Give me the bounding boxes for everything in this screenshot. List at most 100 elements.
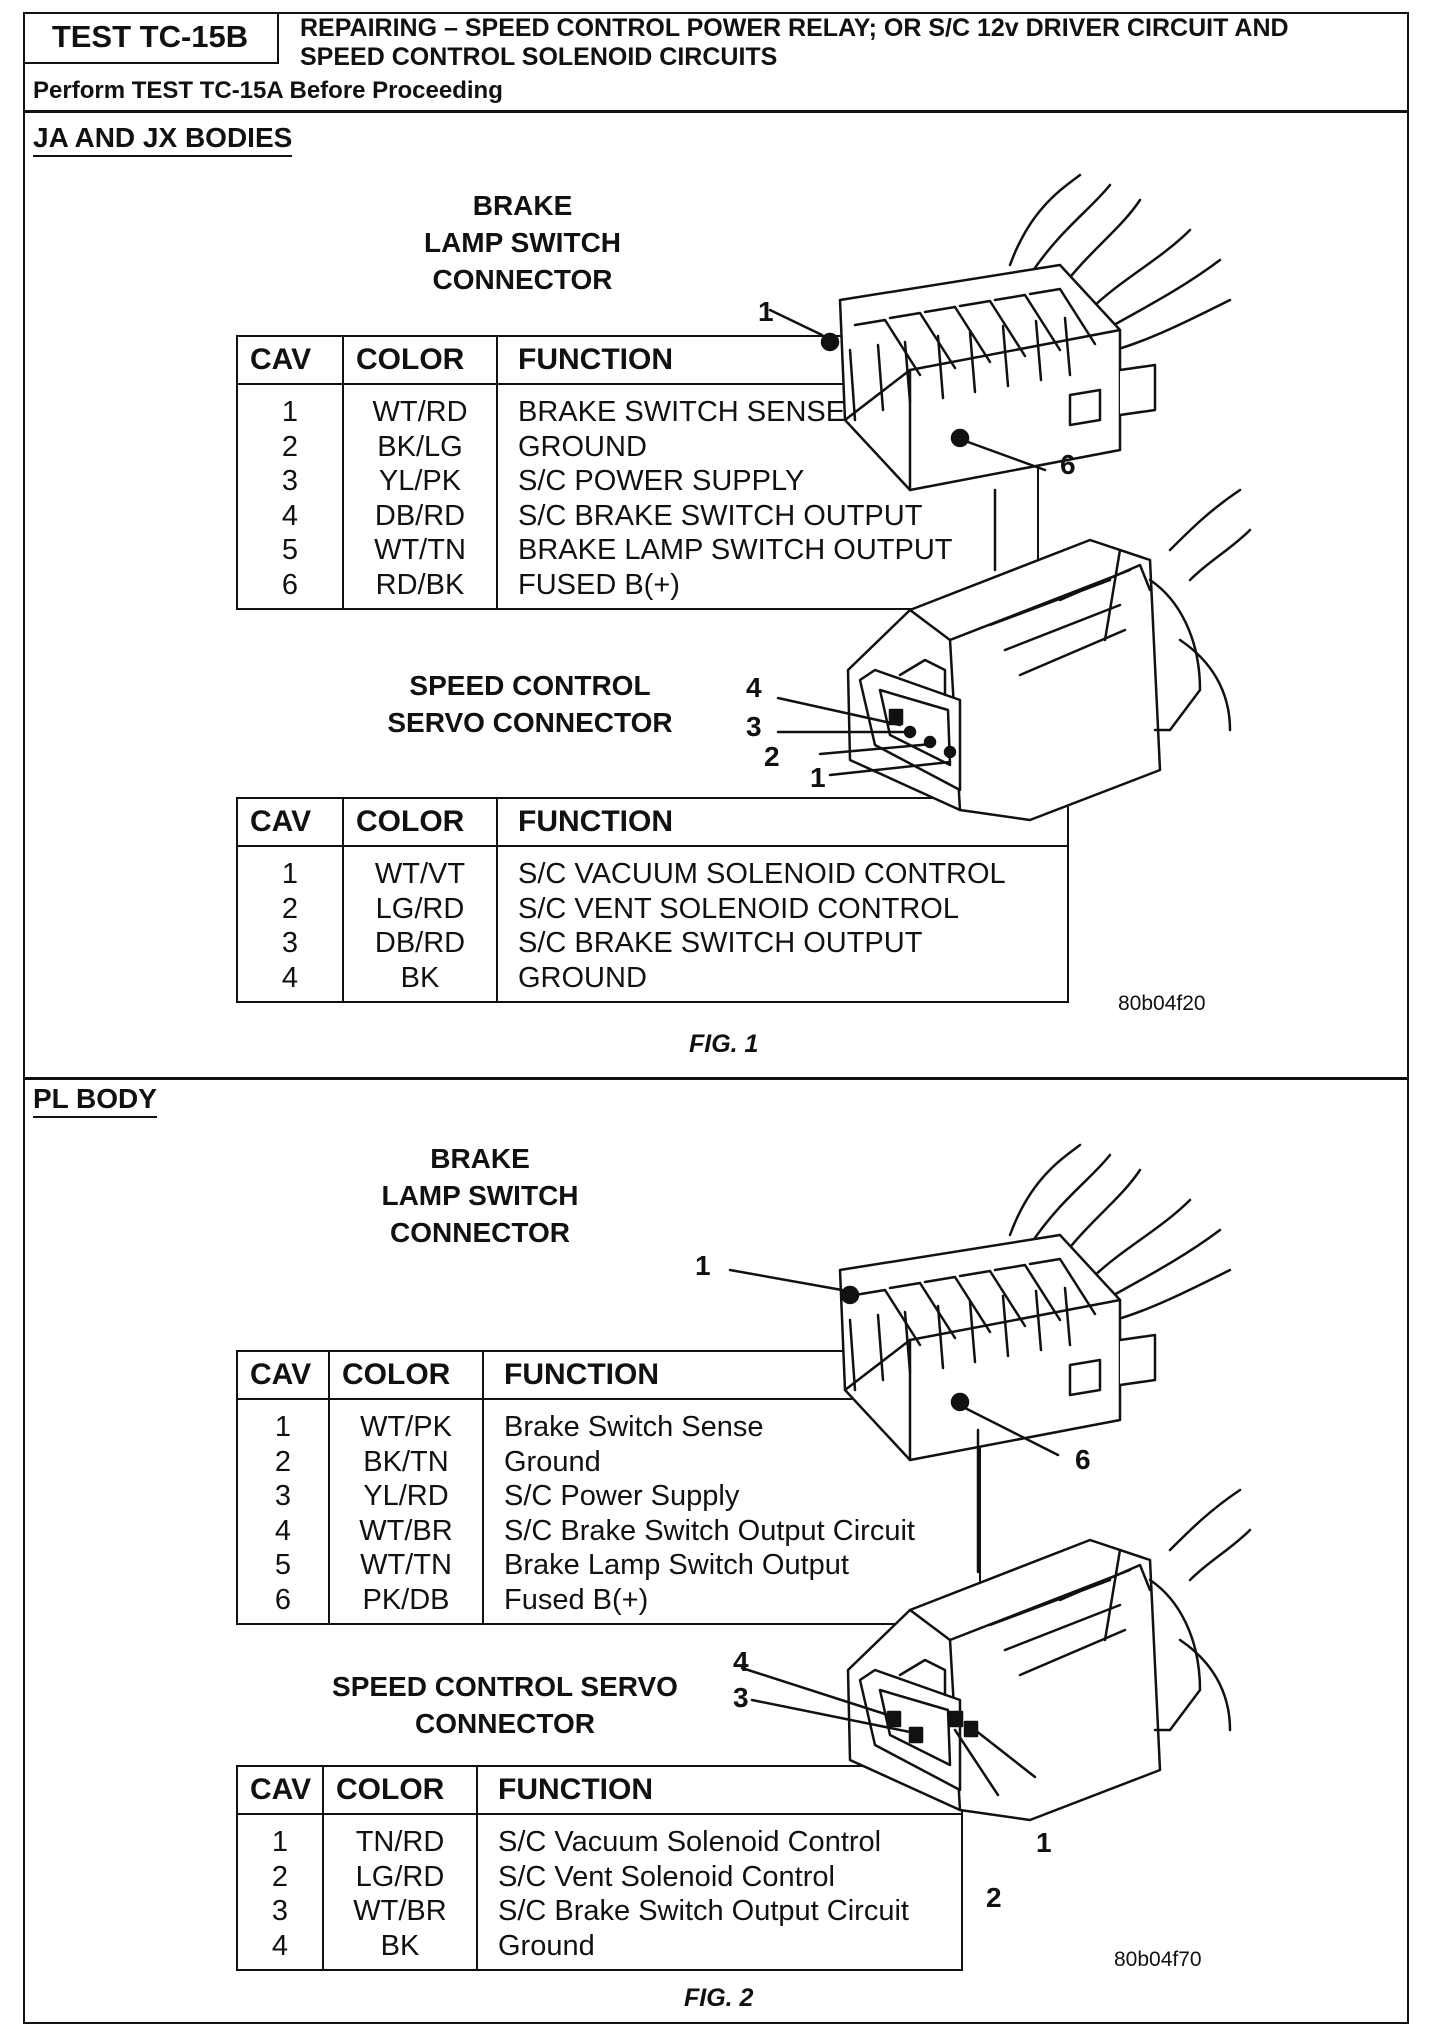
cav-cell: 2 bbox=[237, 891, 344, 926]
cav-cell: 1 bbox=[237, 384, 344, 430]
color-cell: DB/RD bbox=[343, 498, 498, 533]
col-color-header: COLOR bbox=[329, 1351, 484, 1400]
section2-title: PL BODY bbox=[33, 1083, 157, 1118]
color-cell: LG/RD bbox=[343, 891, 498, 926]
function-cell: Brake Lamp Switch Output bbox=[504, 1549, 849, 1581]
col-color-header: COLOR bbox=[343, 798, 498, 847]
color-cell: WT/TN bbox=[329, 1548, 484, 1583]
function-cell: S/C Brake Switch Output Circuit bbox=[504, 1514, 915, 1547]
col-function-header: FUNCTION bbox=[483, 1351, 980, 1400]
cav-cell: 3 bbox=[237, 1479, 330, 1514]
cav-cell: 2 bbox=[237, 1859, 324, 1894]
cav-cell: 1 bbox=[237, 1814, 324, 1860]
function-cell: GROUND bbox=[518, 430, 647, 463]
wire bbox=[1103, 258, 1222, 332]
cav-cell: 6 bbox=[237, 1582, 330, 1624]
test-id-box: TEST TC-15B bbox=[23, 12, 279, 64]
wire bbox=[1088, 228, 1192, 312]
col-color-header: COLOR bbox=[343, 336, 498, 385]
color-cell: WT/RD bbox=[343, 384, 498, 430]
wire bbox=[1008, 173, 1082, 267]
function-cell: S/C Vacuum Solenoid Control bbox=[498, 1826, 882, 1858]
brake-switch-body bbox=[838, 1233, 1122, 1462]
function-cell: S/C Vent Solenoid Control bbox=[498, 1860, 835, 1893]
s2-servo-label-line1: SPEED CONTROL SERVO bbox=[332, 1671, 678, 1702]
cav-cell: 4 bbox=[237, 498, 344, 533]
col-cav-header: CAV bbox=[237, 336, 344, 385]
function-cell: S/C BRAKE SWITCH OUTPUT bbox=[518, 927, 923, 959]
color-cell: LG/RD bbox=[323, 1859, 478, 1894]
table-header-row: CAV COLOR FUNCTION bbox=[237, 1766, 962, 1815]
color-cell: YL/PK bbox=[343, 464, 498, 499]
function-cell: BRAKE SWITCH SENSE bbox=[518, 396, 846, 428]
color-cell: BK/LG bbox=[343, 429, 498, 464]
color-cell: RD/BK bbox=[343, 567, 498, 609]
s2-figure-code: 80b04f70 bbox=[1114, 1948, 1202, 1971]
col-cav-header: CAV bbox=[237, 1766, 324, 1815]
brake-switch-body bbox=[838, 263, 1122, 492]
color-cell: WT/PK bbox=[329, 1399, 484, 1445]
wire bbox=[1113, 298, 1232, 352]
s1-servo-pin-label-3: 3 bbox=[746, 711, 762, 742]
test-title-line1: REPAIRING – SPEED CONTROL POWER RELAY; O… bbox=[300, 14, 1289, 42]
function-cell: S/C VACUUM SOLENOID CONTROL bbox=[518, 858, 1006, 890]
s1-figure-code: 80b04f20 bbox=[1118, 992, 1206, 1015]
cav-cell: 4 bbox=[237, 1513, 330, 1548]
function-cell: Fused B(+) bbox=[504, 1583, 649, 1616]
s2-connector-drawing bbox=[728, 1143, 1252, 1822]
color-cell: YL/RD bbox=[329, 1479, 484, 1514]
section-divider bbox=[23, 1077, 1409, 1080]
s2-brake-connector-label: BRAKE LAMP SWITCH CONNECTOR bbox=[340, 1140, 620, 1251]
function-cell: BRAKE LAMP SWITCH OUTPUT bbox=[518, 534, 953, 566]
s2-servo-pin-label-4: 4 bbox=[733, 1646, 749, 1677]
s2-brake-label-line1: BRAKE bbox=[430, 1143, 530, 1174]
color-cell: DB/RD bbox=[343, 926, 498, 961]
s1-servo-label-line1: SPEED CONTROL bbox=[409, 670, 651, 701]
s2-servo-connector-label: SPEED CONTROL SERVO CONNECTOR bbox=[295, 1668, 715, 1742]
function-cell: S/C Power Supply bbox=[504, 1480, 740, 1512]
s1-servo-pin-label-4: 4 bbox=[746, 672, 762, 703]
table-header-row: CAV COLOR FUNCTION bbox=[237, 1351, 980, 1400]
s2-servo-label-line2: CONNECTOR bbox=[415, 1708, 595, 1739]
col-cav-header: CAV bbox=[237, 1351, 330, 1400]
function-cell: GROUND bbox=[518, 961, 647, 994]
cav-cell: 1 bbox=[237, 846, 344, 892]
color-cell: PK/DB bbox=[329, 1582, 484, 1624]
s2-figure-caption: FIG. 2 bbox=[684, 1984, 754, 2012]
s2-brake-label-line2: LAMP SWITCH bbox=[381, 1180, 579, 1211]
header-divider bbox=[23, 110, 1409, 113]
cav-cell: 3 bbox=[237, 1894, 324, 1929]
s1-brake-label-line3: CONNECTOR bbox=[432, 264, 613, 295]
color-cell: BK/TN bbox=[329, 1444, 484, 1479]
cav-cell: 4 bbox=[237, 960, 344, 1002]
function-cell: S/C Brake Switch Output Circuit bbox=[498, 1895, 909, 1927]
color-cell: TN/RD bbox=[323, 1814, 478, 1860]
table-header-row: CAV COLOR FUNCTION bbox=[237, 336, 1038, 385]
cav-cell: 3 bbox=[237, 464, 344, 499]
color-cell: WT/TN bbox=[343, 533, 498, 568]
s1-connector-drawing bbox=[768, 173, 1252, 822]
col-color-header: COLOR bbox=[323, 1766, 478, 1815]
page-frame bbox=[23, 12, 1409, 2024]
test-id: TEST TC-15B bbox=[51, 19, 249, 54]
function-cell: S/C BRAKE SWITCH OUTPUT bbox=[518, 499, 923, 532]
table-header-row: CAV COLOR FUNCTION bbox=[237, 798, 1068, 847]
cav-cell: 5 bbox=[237, 1548, 330, 1583]
cav-cell: 4 bbox=[237, 1928, 324, 1970]
col-cav-header: CAV bbox=[237, 798, 344, 847]
color-cell: WT/BR bbox=[323, 1894, 478, 1929]
